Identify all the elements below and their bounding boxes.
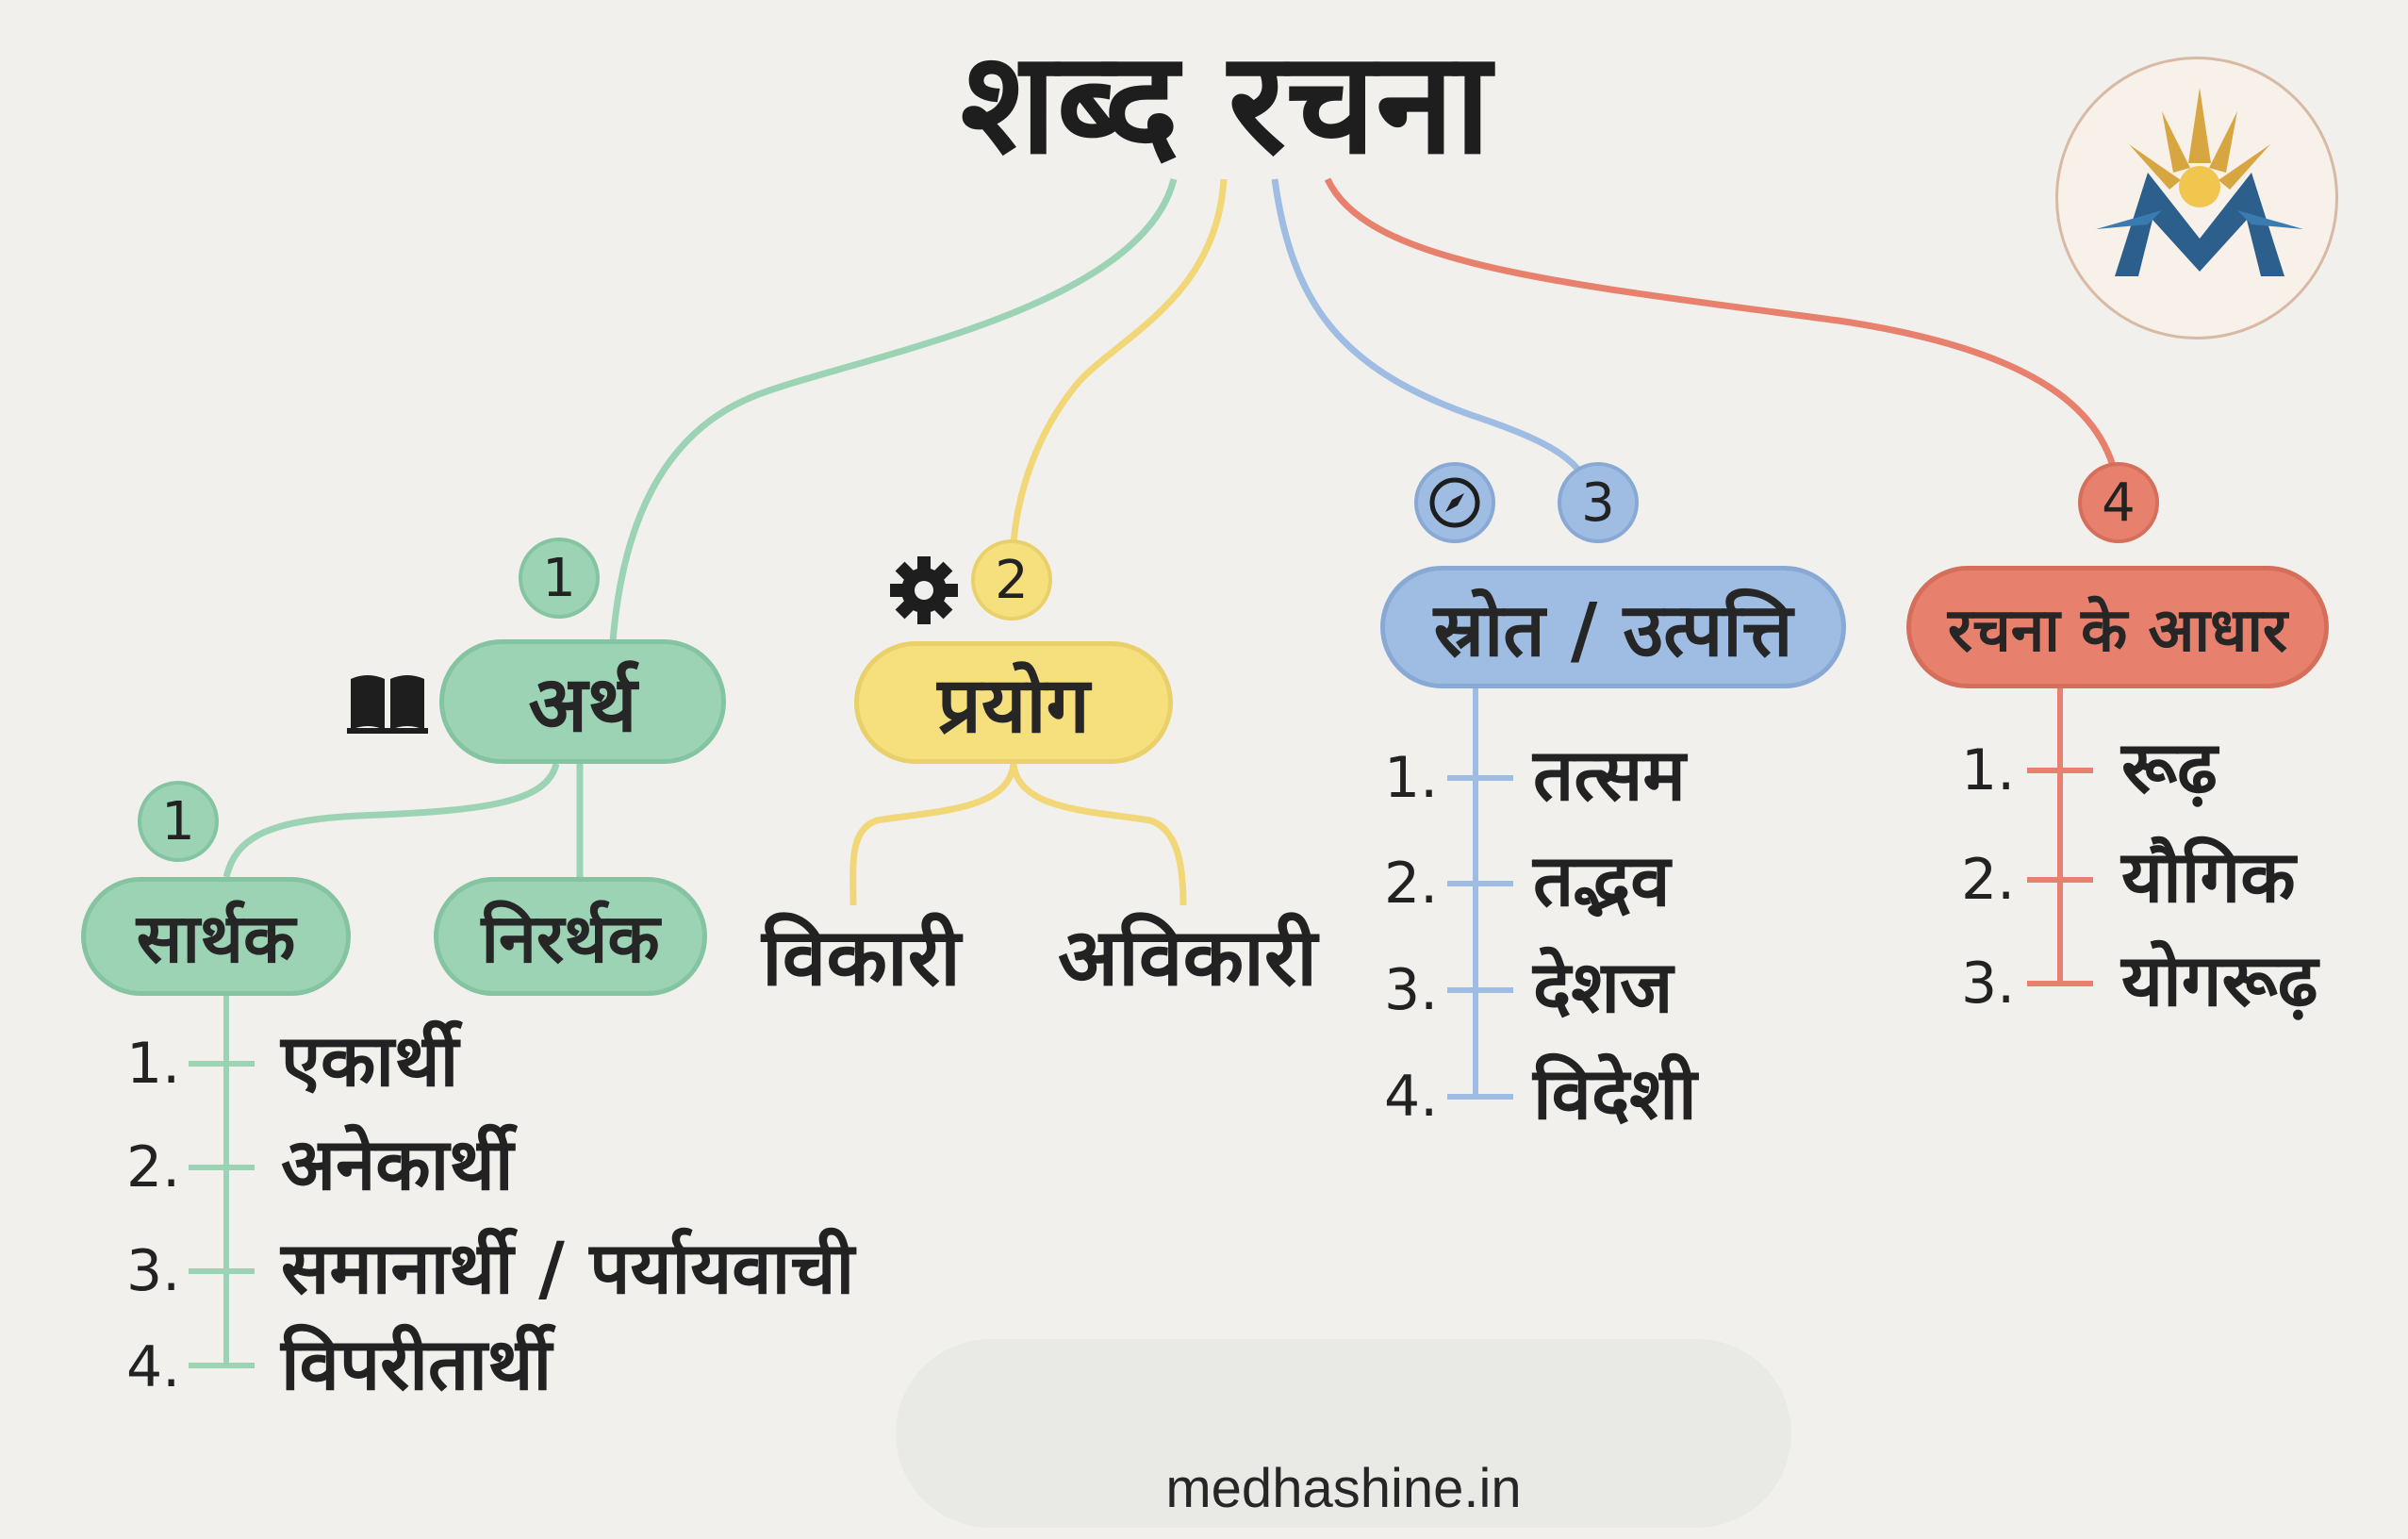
list-item: योगरूढ़: [2121, 938, 2318, 1022]
node-sarthak: सार्थक: [81, 877, 351, 996]
list-num: 2.: [126, 1134, 181, 1200]
list-item: एकार्थी: [281, 1018, 459, 1102]
list-num: 1.: [1961, 737, 2016, 803]
node-srot: स्रोत / उत्पत्ति: [1380, 566, 1846, 688]
list-num: 2.: [1384, 851, 1439, 917]
list-num: 3.: [1384, 957, 1439, 1023]
page-title: शब्द रचना: [960, 22, 1492, 186]
book-icon: [347, 675, 428, 734]
list-item: रूढ़: [2121, 725, 2218, 809]
leaf-vikari: विकारी: [762, 911, 961, 1003]
connector-artha: [609, 178, 1178, 642]
node-nirarthak: निरर्थक: [434, 877, 707, 996]
badge-srot: 3: [1558, 462, 1639, 543]
leaf-avikari: अविकारी: [1058, 911, 1318, 1003]
connector-vikari: [849, 763, 1017, 906]
connector-srot: [1271, 178, 1597, 501]
node-rachna: रचना के आधार: [1906, 566, 2329, 688]
list-item: अनेकार्थी: [281, 1122, 514, 1206]
list-item: यौगिक: [2121, 835, 2296, 918]
connector-prayog: [1010, 178, 1228, 543]
list-item: तद्भव: [1533, 838, 1671, 922]
badge-prayog: 2: [971, 539, 1052, 621]
list-num: 4.: [126, 1334, 181, 1400]
footer-background: [896, 1339, 1791, 1528]
badge-sarthak: 1: [138, 781, 219, 862]
gear-icon: [890, 556, 958, 624]
footer-website[interactable]: medhashine.in: [1165, 1458, 1522, 1519]
compass-icon: [1414, 462, 1495, 543]
badge-rachna: 4: [2078, 462, 2159, 543]
list-item: तत्सम: [1533, 733, 1686, 817]
list-num: 1.: [126, 1031, 181, 1097]
list-item: देशज: [1533, 945, 1674, 1029]
node-prayog: प्रयोग: [854, 641, 1173, 764]
logo-icon: [2055, 57, 2338, 339]
connector-rachna: [1324, 177, 2120, 482]
list-num: 4.: [1384, 1064, 1439, 1130]
connector-avikari: [1010, 763, 1187, 906]
list-num: 3.: [126, 1238, 181, 1304]
list-item: विदेशी: [1533, 1051, 1697, 1135]
list-num: 2.: [1961, 847, 2016, 913]
connector-sarthak: [223, 762, 560, 878]
list-item: समानार्थी / पर्यायवाची: [281, 1226, 855, 1310]
list-item: विपरीतार्थी: [281, 1322, 553, 1406]
node-artha: अर्थ: [439, 639, 726, 764]
list-num: 3.: [1961, 951, 2016, 1017]
list-num: 1.: [1384, 745, 1439, 811]
badge-artha: 1: [519, 538, 600, 619]
